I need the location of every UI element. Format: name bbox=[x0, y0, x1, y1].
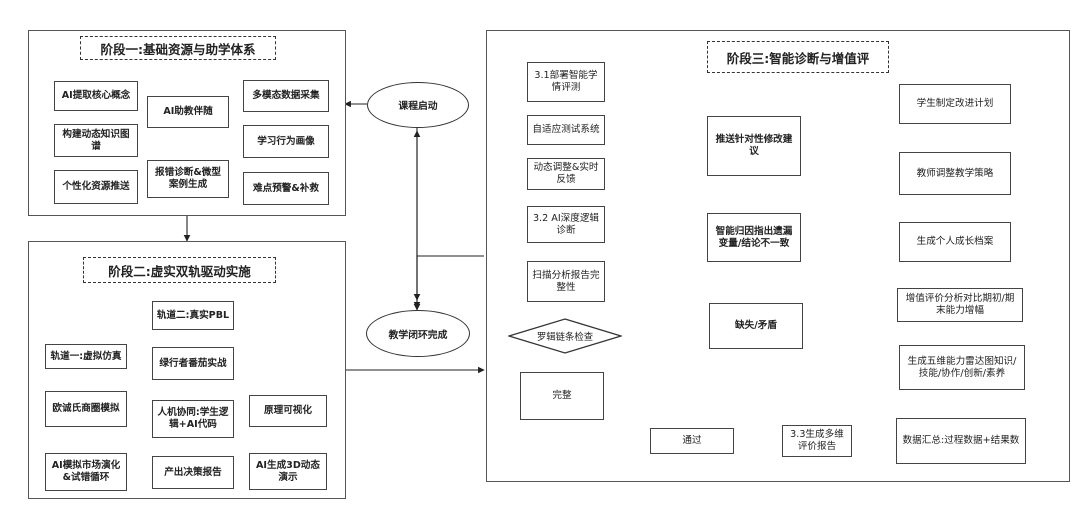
track2-step1: 绿行者番茄实战 bbox=[152, 347, 234, 380]
track2-step2: 人机协同:学生逻辑+AI代码 bbox=[152, 400, 234, 438]
multi-dim-report-box: 3.3生成多维评价报告 bbox=[782, 425, 852, 457]
right-step-data-summary: 数据汇总:过程数据+结果数 bbox=[896, 418, 1026, 464]
viz-title: 原理可视化 bbox=[249, 395, 327, 427]
stage1-col1-step2: 构建动态知识图谱 bbox=[54, 124, 138, 157]
track1-step2: AI模拟市场演化&试错循环 bbox=[45, 453, 127, 491]
right-step-value-added: 增值评价分析对比期初/期末能力增幅 bbox=[897, 288, 1023, 322]
stage3-title: 阶段三:智能诊断与增值评 bbox=[707, 41, 889, 73]
stage1-col2-step1: AI助教伴随 bbox=[147, 96, 229, 128]
course-start-node: 课程启动 bbox=[367, 82, 469, 128]
stage1-col3-step3: 难点预警&补救 bbox=[243, 172, 329, 205]
complete-box: 完整 bbox=[520, 372, 604, 420]
stage1-col1-step1: AI提取核心概念 bbox=[54, 81, 138, 111]
stage2-title: 阶段二:虚实双轨驱动实施 bbox=[83, 257, 276, 283]
stage1-col1-step3: 个性化资源推送 bbox=[54, 170, 138, 204]
track2-step3: 产出决策报告 bbox=[152, 456, 234, 489]
missing-contradiction-box: 缺失/矛盾 bbox=[709, 303, 803, 349]
stage3-left-step4: 3.2 AI深度逻辑诊断 bbox=[527, 206, 605, 243]
logic-chain-check-label: 罗辑链条检查 bbox=[536, 332, 594, 343]
track1-step1: 欧诚氏商圈模拟 bbox=[45, 391, 127, 427]
viz-step1: AI生成3D动态演示 bbox=[249, 453, 327, 490]
push-suggestions-box: 推送针对性修改建议 bbox=[707, 116, 801, 176]
right-step-student-plan: 学生制定改进计划 bbox=[899, 84, 1011, 124]
stage1-title: 阶段一:基础资源与助学体系 bbox=[80, 36, 276, 60]
stage3-left-step1: 3.1部署智能学情评测 bbox=[527, 62, 605, 102]
attribution-box: 智能归因指出遗漏变量/结论不一致 bbox=[707, 213, 801, 262]
stage3-left-step2: 自适应测试系统 bbox=[527, 115, 605, 145]
track1-title: 轨道一:虚拟仿真 bbox=[45, 344, 127, 369]
track2-title: 轨道二:真实PBL bbox=[152, 301, 234, 330]
right-step-teacher-adjust: 教师调整教学策略 bbox=[899, 152, 1011, 195]
right-step-growth-file: 生成个人成长档案 bbox=[899, 222, 1011, 262]
right-step-radar-chart: 生成五维能力雷达图知识/技能/协作/创新/素养 bbox=[899, 345, 1025, 390]
stage1-col3-step1: 多模态数据采集 bbox=[243, 80, 329, 112]
stage3-left-step3: 动态调整&实时反馈 bbox=[527, 158, 605, 190]
teaching-loop-complete-node: 教学闭环完成 bbox=[366, 310, 470, 357]
logic-chain-check-diamond bbox=[508, 318, 622, 354]
stage3-left-step5: 扫描分析报告完整性 bbox=[527, 261, 605, 302]
stage1-col2-step2: 报错诊断&微型案例生成 bbox=[147, 160, 229, 198]
stage1-col3-step2: 学习行为画像 bbox=[243, 125, 329, 158]
pass-box: 通过 bbox=[650, 428, 734, 454]
